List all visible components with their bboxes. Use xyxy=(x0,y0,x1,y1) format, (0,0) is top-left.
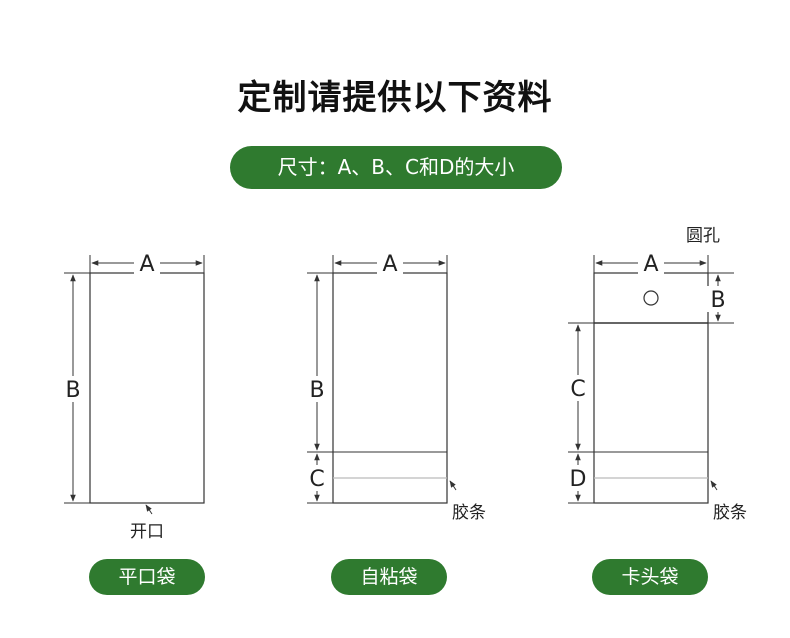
flat-bag-name-badge: 平口袋 xyxy=(89,559,205,595)
header-bag-label-c: C xyxy=(570,377,585,402)
header-bag-hang-hole xyxy=(643,290,659,306)
header-bag-label-b: B xyxy=(710,288,725,313)
header-bag-label-a: A xyxy=(643,252,658,277)
self-seal-bag-label-a: A xyxy=(382,252,397,277)
header-bag-outline xyxy=(593,272,709,504)
header-bag-diagram: 圆孔 A B C D 胶条 xyxy=(567,226,747,523)
self-seal-bag-outline xyxy=(332,272,448,504)
self-seal-bag-label-b: B xyxy=(309,378,324,403)
header-bag-tape-pointer xyxy=(710,480,718,491)
self-seal-bag-name-badge: 自粘袋 xyxy=(331,559,447,595)
header-bag-label-d: D xyxy=(570,467,587,492)
self-seal-bag-label-c: C xyxy=(309,467,324,492)
size-requirement-badge: 尺寸：A、B、C和D的大小 xyxy=(230,146,562,189)
header-bag-name-badge: 卡头袋 xyxy=(592,559,708,595)
flat-bag-outline xyxy=(89,272,205,504)
self-seal-bag-diagram: A B C 胶条 xyxy=(306,252,486,523)
flat-bag-label-a: A xyxy=(139,252,154,277)
flat-bag-opening-label: 开口 xyxy=(130,522,164,542)
self-seal-bag-tape-label: 胶条 xyxy=(452,503,486,523)
page-title: 定制请提供以下资料 xyxy=(237,78,553,118)
self-seal-bag-tape-pointer xyxy=(449,480,457,491)
header-bag-tape-label: 胶条 xyxy=(713,503,747,523)
flat-bag-label-b: B xyxy=(65,378,80,403)
flat-bag-diagram: A B 开口 xyxy=(62,252,205,542)
flat-bag-opening-pointer xyxy=(145,504,153,515)
header-bag-hole-label: 圆孔 xyxy=(686,226,720,246)
